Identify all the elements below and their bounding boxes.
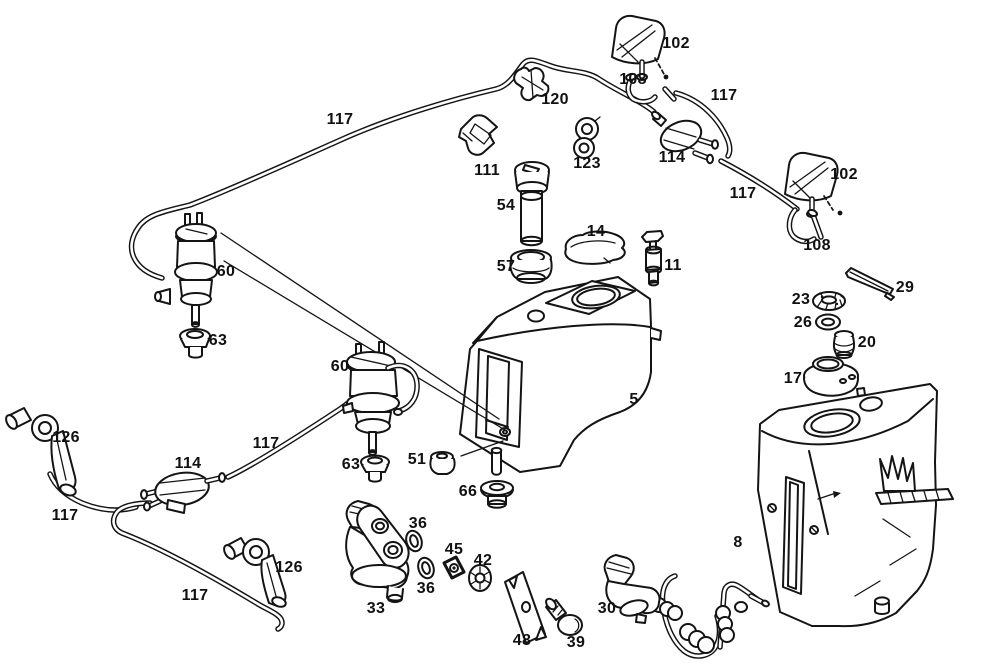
part-label-66: 66 xyxy=(458,483,478,500)
part-label-45: 45 xyxy=(444,541,464,558)
hose-clip-111 xyxy=(458,114,498,156)
grommet-63-left xyxy=(179,328,211,359)
filler-tube-54 xyxy=(514,161,550,247)
part-label-108-top: 108 xyxy=(619,71,647,88)
washer-pump-60-center xyxy=(342,341,400,456)
part-label-117-zigzag: 117 xyxy=(181,587,209,604)
bolt-39 xyxy=(545,597,583,636)
part-label-29: 29 xyxy=(895,279,915,296)
part-label-14: 14 xyxy=(586,223,606,240)
elbow-108-right xyxy=(786,207,824,245)
o-ring-36-upper xyxy=(405,529,423,553)
part-label-63-center: 63 xyxy=(341,456,361,473)
part-label-117-main: 117 xyxy=(326,111,354,128)
grommet-51 xyxy=(429,451,456,475)
nut-45 xyxy=(442,555,466,580)
part-label-48: 48 xyxy=(512,632,532,649)
part-label-117-right: 117 xyxy=(729,185,757,202)
part-label-17: 17 xyxy=(783,370,803,387)
plug-20 xyxy=(832,330,856,359)
part-label-33: 33 xyxy=(366,600,386,617)
part-label-117-left: 117 xyxy=(51,507,79,524)
check-valve-114-center xyxy=(140,471,226,514)
part-label-111: 111 xyxy=(474,162,500,179)
grommet-57 xyxy=(509,249,553,284)
knurled-cap-23 xyxy=(812,291,846,311)
part-label-123: 123 xyxy=(573,155,601,172)
part-label-60-center: 60 xyxy=(330,358,350,375)
part-label-23: 23 xyxy=(791,291,811,308)
hose-117-upper-arc xyxy=(673,90,733,159)
part-label-39: 39 xyxy=(566,634,586,651)
pump-outlet-loop-hose xyxy=(385,362,420,416)
part-label-117-pump: 117 xyxy=(252,435,280,452)
bracket-48 xyxy=(504,571,547,644)
reservoir-tank-8 xyxy=(757,383,954,628)
part-label-42: 42 xyxy=(473,552,493,569)
part-label-30: 30 xyxy=(597,600,617,617)
part-label-36-lower: 36 xyxy=(416,580,436,597)
part-label-11: 11 xyxy=(664,257,682,274)
elbow-108-upper xyxy=(625,72,677,105)
hose-117-right xyxy=(718,158,800,212)
part-label-120: 120 xyxy=(541,91,569,108)
grommet-66 xyxy=(480,480,514,509)
headlamp-nozzle-126-left xyxy=(5,407,77,497)
cap-14 xyxy=(564,230,626,265)
part-label-126-left: 126 xyxy=(52,429,80,446)
headlamp-nozzle-126-center xyxy=(223,537,287,608)
part-label-57: 57 xyxy=(496,258,516,275)
part-label-36-upper: 36 xyxy=(408,515,428,532)
part-label-102-right: 102 xyxy=(830,166,858,183)
part-label-20: 20 xyxy=(857,334,877,351)
part-label-114-center: 114 xyxy=(174,455,202,472)
washer-pump-60-left xyxy=(154,212,218,328)
part-label-26: 26 xyxy=(793,314,813,331)
valve-11 xyxy=(641,230,664,287)
part-label-60-left: 60 xyxy=(216,263,236,280)
hose-117-zigzag xyxy=(110,500,285,632)
part-label-5: 5 xyxy=(629,391,639,408)
part-label-117-upper: 117 xyxy=(710,87,738,104)
part-label-108-right: 108 xyxy=(803,237,831,254)
retainer-strip-29 xyxy=(845,267,895,301)
part-label-51: 51 xyxy=(407,451,427,468)
spring-clip-123 xyxy=(573,116,601,159)
reservoir-tank-5 xyxy=(459,276,662,476)
hose-clip-120 xyxy=(513,66,550,102)
check-valve-114-upper xyxy=(651,110,719,165)
pump-coil-assembly-30 xyxy=(603,554,770,659)
part-label-63-left: 63 xyxy=(208,332,228,349)
o-ring-36-lower xyxy=(417,556,435,580)
part-label-102-top: 102 xyxy=(662,35,690,52)
cap-17 xyxy=(803,356,859,397)
grommet-63-center xyxy=(360,454,390,483)
valve-body-33 xyxy=(345,500,410,604)
leader-lines xyxy=(220,232,506,457)
part-label-8: 8 xyxy=(733,534,743,551)
part-label-114-upper: 114 xyxy=(658,149,686,166)
part-label-126-center: 126 xyxy=(275,559,303,576)
washer-nozzle-102-right xyxy=(784,151,843,218)
part-label-54: 54 xyxy=(496,197,516,214)
washer-nozzle-102-upper xyxy=(611,14,669,81)
seal-ring-26 xyxy=(815,313,841,331)
hose-117-main xyxy=(128,57,657,281)
lock-washer-42 xyxy=(468,564,492,592)
